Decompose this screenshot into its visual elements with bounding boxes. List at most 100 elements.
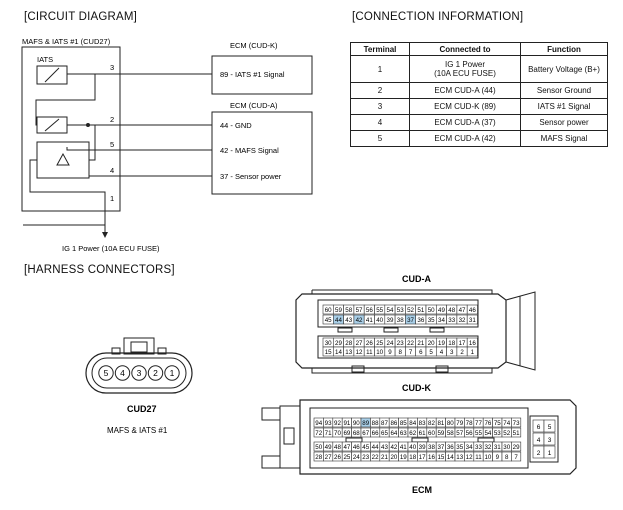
cud-k-pin-label: 50 <box>315 444 322 451</box>
cud-a-pin-label: 31 <box>469 317 476 324</box>
cud-k-pin-label: 29 <box>513 444 520 451</box>
cud-k-pin-label: 68 <box>353 430 360 437</box>
cud-k-pin-label: 84 <box>409 420 416 427</box>
cud-k-pin-label: 88 <box>372 420 379 427</box>
cud-a-pin-label: 24 <box>387 340 394 347</box>
cud-k-pin-label: 63 <box>400 430 407 437</box>
table-row: 1 IG 1 Power(10A ECU FUSE) Battery Volta… <box>350 55 608 83</box>
cud27-pin-label: 4 <box>120 368 125 378</box>
ecm-title: ECM <box>412 485 432 495</box>
cud-k-side-pin-label: 6 <box>537 424 541 431</box>
cud-k-pin-label: 61 <box>419 430 426 437</box>
cud-a-pin-label: 25 <box>376 340 383 347</box>
cud-k-pin-label: 22 <box>372 454 379 461</box>
mafs-sensor-block <box>36 141 90 179</box>
cud-a-pin-label: 9 <box>388 349 392 356</box>
cud-k-pin-label: 67 <box>362 430 369 437</box>
cud-k-side-pin-label: 3 <box>548 437 552 444</box>
cud-k-pin-label: 13 <box>456 454 463 461</box>
cud-a-pin-label: 48 <box>448 307 455 314</box>
cud-k-pin-label: 34 <box>466 444 473 451</box>
ecm-pin-label: 42 - MAFS Signal <box>220 146 279 155</box>
cud-k-pin-label: 14 <box>447 454 454 461</box>
cud-a-pin <box>466 314 478 325</box>
cud-a-pin-label: 36 <box>417 317 424 324</box>
cud-k-pin-label: 47 <box>343 444 350 451</box>
cud-a-pin-label: 10 <box>376 349 383 356</box>
cud-k-pin-label: 41 <box>400 444 407 451</box>
cud-a-pin-label: 56 <box>366 307 373 314</box>
cud-k-pin-label: 39 <box>419 444 426 451</box>
cud-k-pin-label: 53 <box>494 430 501 437</box>
cud-a-pin-label: 55 <box>376 307 383 314</box>
cud-a-pin-label: 5 <box>429 349 433 356</box>
cud-k-pin-label: 16 <box>428 454 435 461</box>
cud-k-side-pin-label: 2 <box>537 450 541 457</box>
cud-k-pin-label: 43 <box>381 444 388 451</box>
cud-k-pin-label: 36 <box>447 444 454 451</box>
connection-table: Terminal Connected to Function 1 IG 1 Po… <box>350 42 608 147</box>
ecm-pin-label: 37 - Sensor power <box>220 172 282 181</box>
cud-k-pin-label: 60 <box>428 430 435 437</box>
harness-connectors-heading: [HARNESS CONNECTORS] <box>24 264 175 276</box>
cud-k-pin-label: 26 <box>334 454 341 461</box>
cud-k-side-pin <box>543 445 556 459</box>
cud-k-pin-label: 30 <box>503 444 510 451</box>
ecm-pin-label: 44 - GND <box>220 121 252 130</box>
cud-a-pin <box>466 304 478 315</box>
cud-k-pin-label: 48 <box>334 444 341 451</box>
cud-a-pin-label: 6 <box>419 349 423 356</box>
cud-k-pin-label: 32 <box>484 444 491 451</box>
cud-k-pin-label: 35 <box>456 444 463 451</box>
cud-k-pin-label: 57 <box>456 430 463 437</box>
cud-k-pin-label: 93 <box>325 420 332 427</box>
cud-a-pin-label: 27 <box>356 340 363 347</box>
cud-k-pin-label: 83 <box>419 420 426 427</box>
cud-a-pin-label: 32 <box>459 317 466 324</box>
cud-k-pin-label: 44 <box>372 444 379 451</box>
cud-k-pin-label: 56 <box>466 430 473 437</box>
power-note: IG 1 Power (10A ECU FUSE) <box>62 244 160 253</box>
cud-a-pin-label: 11 <box>366 349 373 356</box>
cud-a-pin <box>466 346 478 357</box>
cud-a-pin-label: 7 <box>409 349 413 356</box>
column-header: Function <box>520 42 608 56</box>
splice-dot <box>86 123 90 127</box>
cud-k-pin-label: 72 <box>315 430 322 437</box>
table-row: 5 ECM CUD-A (42) MAFS Signal <box>350 130 608 147</box>
cud-k-pin-label: 31 <box>494 444 501 451</box>
cud-k-pin-label: 54 <box>484 430 491 437</box>
cud-k-pin-label: 24 <box>353 454 360 461</box>
cud-k-pin-label: 25 <box>343 454 350 461</box>
cud-a-pin-label: 45 <box>325 317 332 324</box>
cud27-pin-label: 5 <box>104 368 109 378</box>
cud-k-pin-label: 23 <box>362 454 369 461</box>
cud-a-pin-label: 29 <box>335 340 342 347</box>
cud-k-pin <box>511 451 522 462</box>
cud-k-pin-label: 78 <box>466 420 473 427</box>
cud-k-pin-label: 10 <box>484 454 491 461</box>
pin-label: 5 <box>110 140 114 149</box>
cud-k-pin-label: 76 <box>484 420 491 427</box>
table-header-row: Terminal Connected to Function <box>350 42 608 56</box>
cud-k-pin-label: 46 <box>353 444 360 451</box>
cud-a-pin-label: 15 <box>325 349 332 356</box>
cud-a-pin-label: 40 <box>376 317 383 324</box>
cud-k-pin-label: 80 <box>447 420 454 427</box>
cud-k-pin-label: 91 <box>343 420 350 427</box>
cud-k-pin-label: 85 <box>400 420 407 427</box>
cud-a-pin-label: 16 <box>469 340 476 347</box>
cud-k-pin-label: 70 <box>334 430 341 437</box>
cud-a-pin-label: 57 <box>356 307 363 314</box>
cud-k-pin-label: 73 <box>513 420 520 427</box>
cud-k-pin-label: 55 <box>475 430 482 437</box>
iats-label: IATS <box>37 55 53 64</box>
cud-k-pin-label: 52 <box>503 430 510 437</box>
cud-k-pin-label: 15 <box>437 454 444 461</box>
pin-label: 3 <box>110 63 114 72</box>
cud-k-side-pin-label: 1 <box>548 450 552 457</box>
cud-k-pin-label: 40 <box>409 444 416 451</box>
power-arrow-icon <box>102 232 108 238</box>
cud-k-pin-label: 58 <box>447 430 454 437</box>
